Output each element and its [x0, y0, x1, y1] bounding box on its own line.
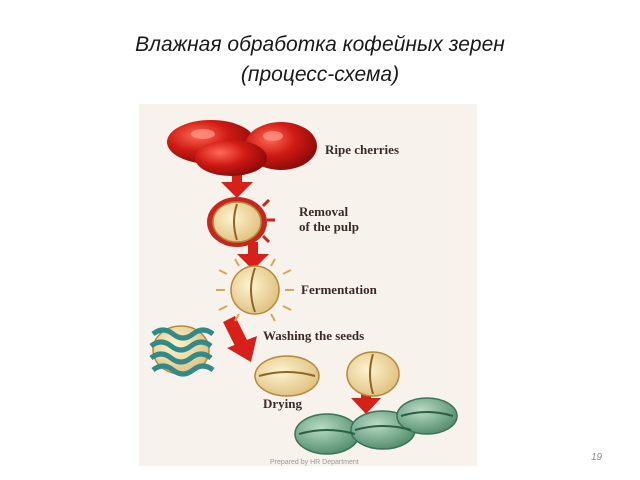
title-line-2: (процесс-схема) — [240, 63, 400, 86]
slide-title: Влажная обработка кофейных зерен (процес… — [0, 30, 640, 90]
pulped-bean-icon — [207, 197, 275, 247]
step-label-removal: Removal — [299, 204, 348, 219]
process-diagram: Ripe cherries Removal of the pulp Fermen… — [139, 104, 477, 466]
cherry-icon — [167, 120, 317, 176]
step-label-drying: Drying — [263, 396, 303, 411]
step-label-washing: Washing the seeds — [263, 328, 364, 343]
dried-green-bean-icon — [294, 397, 458, 455]
process-diagram-svg: Ripe cherries Removal of the pulp Fermen… — [149, 120, 458, 455]
page-number: 19 — [591, 452, 603, 463]
flow-arrows — [221, 166, 381, 414]
title-line-1: Влажная обработка кофейных зерен — [135, 33, 505, 56]
arrow-icon — [237, 242, 269, 270]
step-label-of-the-pulp: of the pulp — [299, 219, 359, 234]
washed-bean-icon — [254, 351, 400, 397]
step-label-fermentation: Fermentation — [301, 282, 378, 297]
fermenting-bean-icon — [216, 258, 294, 322]
washing-bean-icon — [149, 325, 215, 377]
footer-text: Prepared by HR Department — [270, 459, 359, 466]
step-label-ripe-cherries: Ripe cherries — [325, 142, 399, 157]
arrow-icon — [223, 316, 257, 362]
